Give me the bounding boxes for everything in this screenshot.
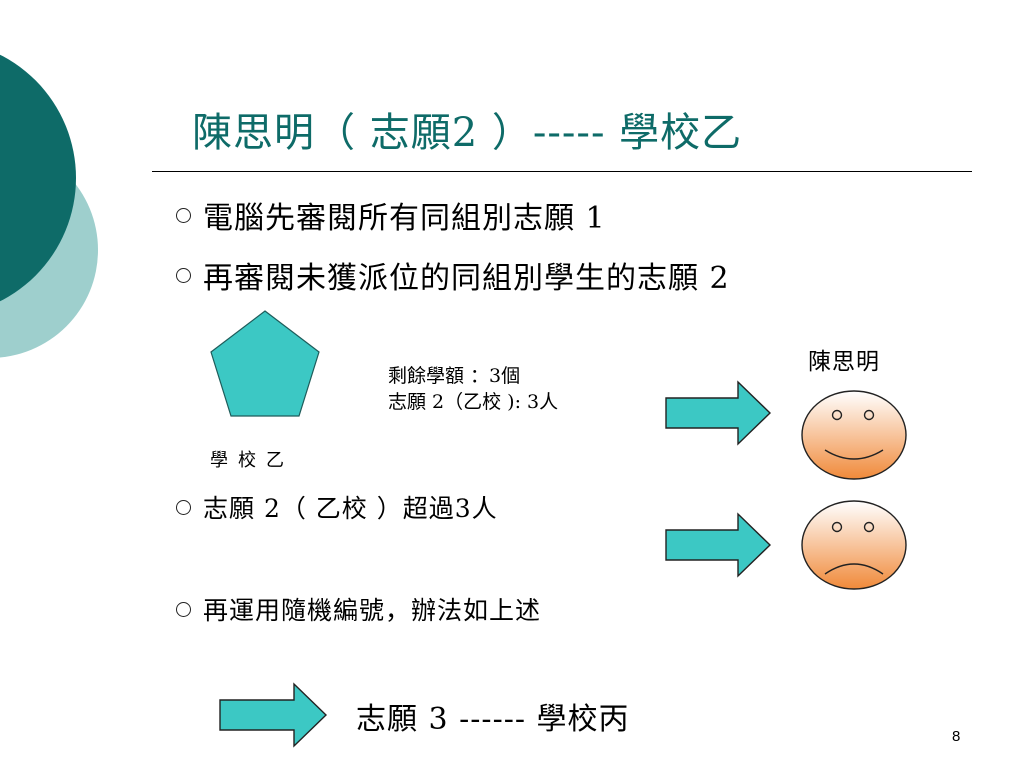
block-arrow-right-icon [219,682,328,748]
bullet-text: 再運用隨機編號，辦法如上述 [203,596,542,625]
student-name-label: 陳思明 [808,349,880,375]
page-number: 8 [952,728,961,745]
decorative-circles [0,54,98,358]
title-divider [152,171,972,172]
bullet-circle-icon [176,267,191,283]
bullet-item-3: 志願 2（ 乙校 ）超過3人 [176,489,498,525]
block-arrow-right-icon [665,512,772,578]
bullet-circle-icon [176,601,191,617]
bullet-text: 再審閱未獲派位的同組別學生的志願 2 [203,261,730,296]
bullet-item-4: 再運用隨機編號，辦法如上述 [176,591,541,627]
bullet-circle-icon [176,207,191,223]
bullet-circle-icon [176,499,191,515]
next-choice-text: 志願 3 ------ 學校丙 [356,702,630,737]
pentagon-icon [210,310,320,417]
bullet-item-2: 再審閱未獲派位的同組別學生的志願 2 [176,253,730,297]
smiley-face-icon [801,390,907,480]
frowning-face-icon [801,500,907,590]
info-applicants: 志願 2（乙校 ): 3人 [388,390,559,413]
info-remaining-places: 剩餘學額 ：3個 [388,365,521,387]
block-arrow-right-icon [665,380,772,446]
bullet-item-1: 電腦先審閱所有同組別志願 1 [176,193,606,237]
slide-title: 陳思明（ 志願2 ）----- 學校乙 [192,110,743,156]
info-box: 剩餘學額 ：3個 志願 2（乙校 ): 3人 [388,364,558,415]
dark-teal-circle [0,54,76,302]
school-label: 學校乙 [210,450,294,471]
bullet-text: 電腦先審閱所有同組別志願 1 [203,201,606,236]
bullet-text: 志願 2（ 乙校 ）超過3人 [203,494,498,523]
